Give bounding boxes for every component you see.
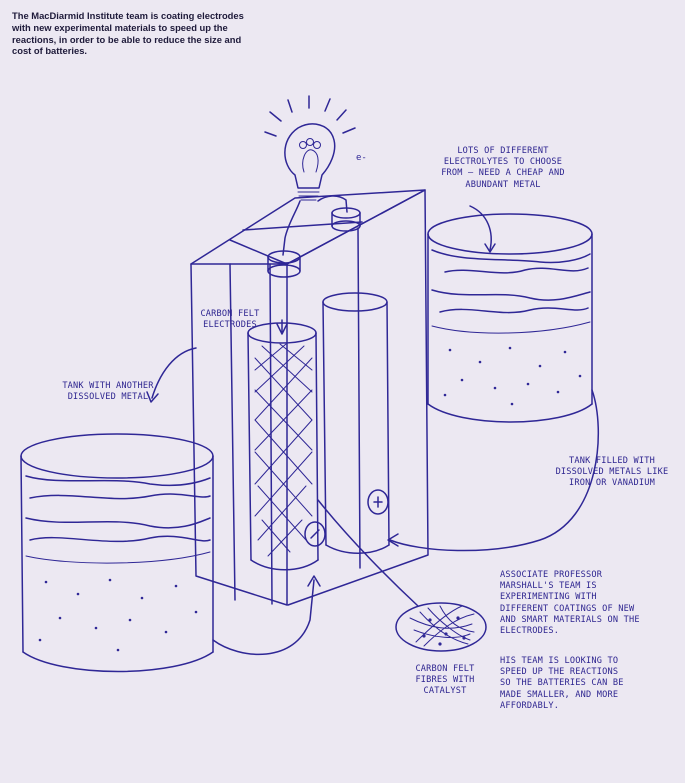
associate-professor-note: Associate Professor Marshall's team is e… <box>500 570 640 637</box>
carbon-felt-fibres-label: Carbon felt fibres with catalyst <box>415 664 475 697</box>
team-speed-note: His team is looking to speed up the reac… <box>500 656 624 711</box>
left-tank <box>20 433 214 673</box>
magnified-fibres <box>317 499 487 652</box>
negative-electrode <box>247 322 326 571</box>
intro-text: The MacDiarmid Institute team is coating… <box>12 10 244 57</box>
positive-electrode <box>322 292 390 554</box>
battery-cell-box <box>190 189 429 606</box>
electron-label: e- <box>356 153 367 163</box>
carbon-felt-electrodes-label: Carbon felt electrodes <box>200 309 260 331</box>
electrolytes-label: Lots of different electrolytes to choose… <box>441 146 565 190</box>
connector-pipes <box>146 319 600 656</box>
tank-other-metal-label: Tank with another dissolved metal <box>62 381 154 403</box>
light-bulb-icon <box>264 95 356 201</box>
tank-filled-label: Tank filled with dissolved metals like i… <box>555 456 669 489</box>
right-tank <box>427 205 593 423</box>
